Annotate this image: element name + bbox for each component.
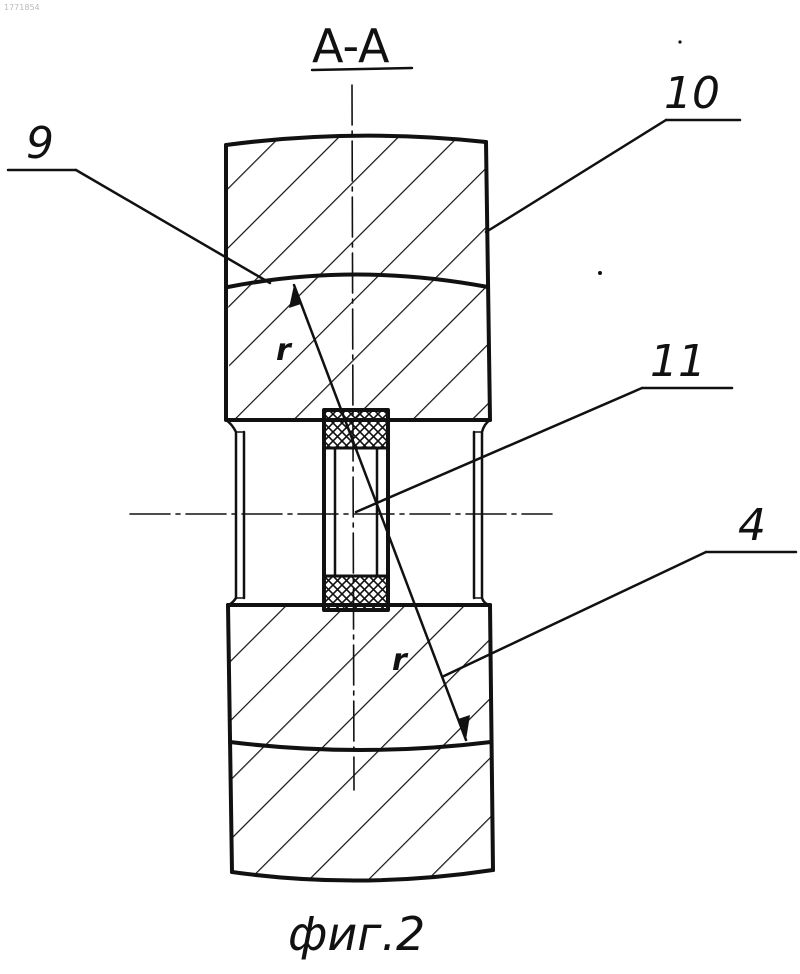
section-title: A-A <box>312 19 390 73</box>
outer-ring-bottom-hatch <box>220 735 500 895</box>
seal-bottom <box>324 576 388 610</box>
inner-bushing-bottom-hatch <box>220 600 500 765</box>
svg-text:10: 10 <box>664 68 720 119</box>
callout-4: 4 <box>444 500 796 676</box>
scan-speck <box>598 271 602 275</box>
svg-text:11: 11 <box>650 336 706 387</box>
radius-label-lower: r <box>392 643 409 678</box>
sheet-mark: 1771854 <box>4 3 40 12</box>
callout-10: 10 <box>486 68 740 232</box>
scan-speck <box>678 40 681 43</box>
svg-text:9: 9 <box>26 118 54 169</box>
figure-caption: фиг.2 <box>288 907 425 961</box>
svg-text:4: 4 <box>738 500 766 551</box>
seal-top <box>324 410 388 448</box>
radius-label-upper: r <box>276 333 293 368</box>
